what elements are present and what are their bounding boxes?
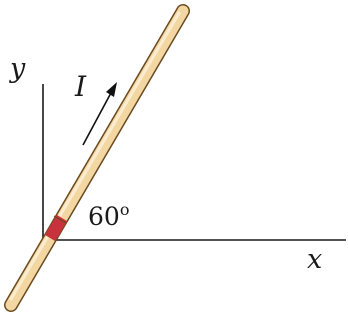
rod-highlight xyxy=(9,11,181,301)
x-axis-label: x xyxy=(307,244,322,275)
angle-label: 60o xyxy=(88,200,129,231)
wire-rod xyxy=(4,4,190,312)
rod-band xyxy=(44,214,68,242)
arrow-up-right-icon xyxy=(82,82,117,146)
rod-band-edge-top xyxy=(53,215,67,224)
y-axis-label: y xyxy=(9,53,26,84)
current-label: I xyxy=(74,70,87,103)
rod-body xyxy=(5,5,189,311)
angle-degree-mark: o xyxy=(120,200,130,219)
angle-number: 60 xyxy=(88,202,120,231)
